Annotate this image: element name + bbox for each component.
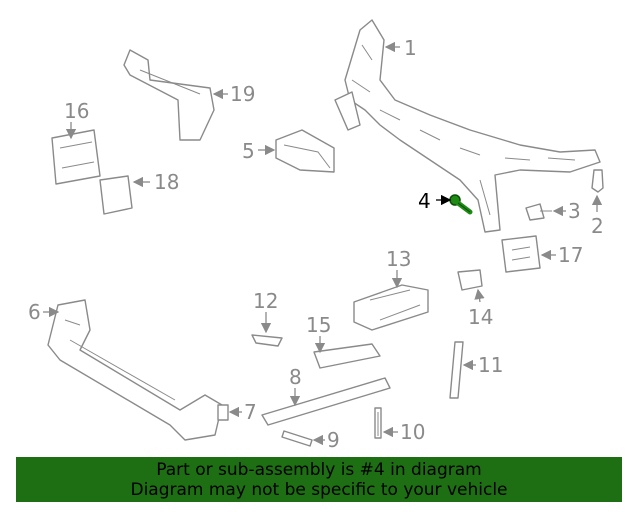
callout-15: 15 xyxy=(306,313,331,337)
callout-17: 17 xyxy=(558,243,583,267)
callout-3: 3 xyxy=(568,199,581,223)
parts-diagram: 1 2 3 4 5 6 7 8 9 10 11 12 13 14 15 16 1… xyxy=(28,19,604,452)
part-13-module-bracket xyxy=(353,284,429,331)
part-3-push-pin xyxy=(525,203,552,221)
callout-8: 8 xyxy=(289,365,302,389)
info-banner: Part or sub-assembly is #4 in diagram Di… xyxy=(16,457,622,502)
part-11-strip xyxy=(449,341,464,399)
part-1-upper-carrier xyxy=(334,19,601,233)
part-2-clip xyxy=(591,169,604,193)
callout-13: 13 xyxy=(386,247,411,271)
callout-9: 9 xyxy=(327,428,340,452)
part-15-deflector xyxy=(313,343,381,369)
part-12-clip xyxy=(251,334,283,347)
part-5-air-duct xyxy=(275,129,335,173)
part-19-bracket xyxy=(123,49,215,141)
part-6-lower-tie-bar xyxy=(47,299,223,441)
callout-19: 19 xyxy=(230,82,255,106)
part-16-guide xyxy=(51,129,101,185)
part-4-bolt xyxy=(449,194,473,215)
callout-18: 18 xyxy=(154,170,179,194)
part-8-bracket xyxy=(261,377,391,426)
callout-14: 14 xyxy=(468,305,493,329)
callout-11: 11 xyxy=(478,353,503,377)
part-14-bracket xyxy=(457,269,483,291)
callout-10: 10 xyxy=(400,420,425,444)
part-7-bolt xyxy=(217,404,229,421)
callout-16: 16 xyxy=(64,99,89,123)
callout-6: 6 xyxy=(28,300,41,324)
callout-4-highlighted: 4 xyxy=(418,189,431,213)
callout-12: 12 xyxy=(253,289,278,313)
callout-1: 1 xyxy=(404,36,417,60)
callout-5: 5 xyxy=(242,139,255,163)
callout-7: 7 xyxy=(244,400,257,424)
part-18-bracket xyxy=(99,175,133,215)
banner-line-1: Part or sub-assembly is #4 in diagram xyxy=(156,460,482,480)
part-9-bolt xyxy=(281,430,313,447)
callout-numbers: 1 2 3 4 5 6 7 8 9 10 11 12 13 14 15 16 1… xyxy=(28,36,604,452)
leader-lines xyxy=(43,41,603,446)
part-17-mount xyxy=(501,235,541,273)
callout-2: 2 xyxy=(591,214,604,238)
part-10-bolt xyxy=(374,407,382,439)
banner-line-2: Diagram may not be specific to your vehi… xyxy=(130,480,508,500)
